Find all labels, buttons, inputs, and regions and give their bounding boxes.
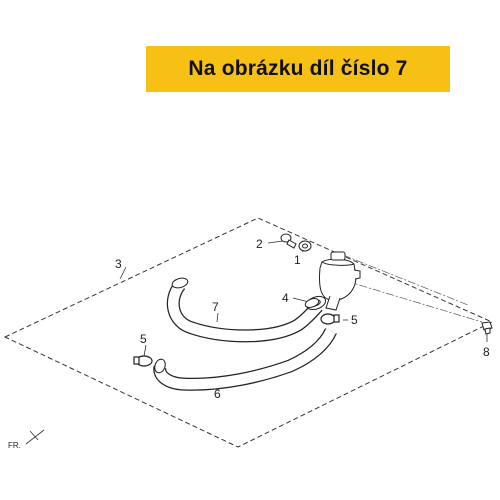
clamp-part-5-upper-tab — [333, 314, 340, 323]
callout-part-5-upper: 5 — [351, 313, 358, 327]
fitting-part-1-hole — [302, 243, 308, 249]
front-direction-arrow-head — [29, 430, 39, 441]
assembly-boundary — [3, 217, 494, 448]
callout-part-2: 2 — [256, 237, 263, 251]
leader-part-7 — [216, 312, 219, 323]
valve-side-port — [353, 269, 361, 280]
callout-part-8: 8 — [483, 345, 490, 359]
bolt-part-2 — [280, 233, 297, 249]
hose-part-6 — [153, 327, 337, 391]
hose-part-6-end-opening — [154, 358, 166, 374]
front-direction-label: FR. — [8, 441, 21, 450]
callout-part-1: 1 — [294, 253, 301, 267]
valve-cap — [321, 261, 355, 266]
axis-line-lower — [345, 280, 483, 323]
hose-part-6-fill — [154, 328, 336, 390]
leader-part-2 — [267, 240, 284, 244]
clamp-part-5-upper — [320, 313, 340, 325]
clamp-part-5-lower — [133, 355, 153, 367]
hose-part-7-fill — [168, 281, 322, 342]
fitting-part-1 — [298, 240, 312, 252]
callouts: 3 2 1 4 7 5 5 6 8 — [115, 237, 490, 401]
callout-part-7: 7 — [212, 300, 219, 314]
leader-part-4 — [292, 297, 310, 303]
clamp-part-5-lower-tab — [133, 356, 140, 365]
bolt-part-8 — [481, 321, 493, 335]
bolt-part-8-shank — [484, 327, 491, 335]
valve-top-fitting — [330, 251, 346, 261]
axis-lines — [342, 254, 483, 323]
axis-line-upper — [342, 254, 469, 306]
callout-part-4: 4 — [282, 291, 289, 305]
leader-part-3 — [119, 266, 127, 280]
gasket-part-4 — [304, 298, 320, 308]
bolt-part-2-shank — [286, 239, 297, 249]
leader-part-5-lower — [143, 344, 147, 357]
hose-part-7-end-opening — [171, 277, 189, 289]
callout-part-6: 6 — [214, 387, 221, 401]
gasket-part-4-ring — [304, 298, 320, 308]
valve-outlet — [325, 295, 341, 311]
callout-part-3: 3 — [115, 257, 122, 271]
front-direction-indicator: FR. — [8, 429, 45, 450]
callout-part-5-lower: 5 — [140, 332, 147, 346]
banner-text: Na obrázku díl číslo 7 — [188, 57, 408, 80]
clamp-part-5-upper-ring — [320, 313, 336, 325]
part-number-banner: Na obrázku díl číslo 7 — [146, 46, 450, 92]
hose-part-7 — [166, 277, 323, 343]
